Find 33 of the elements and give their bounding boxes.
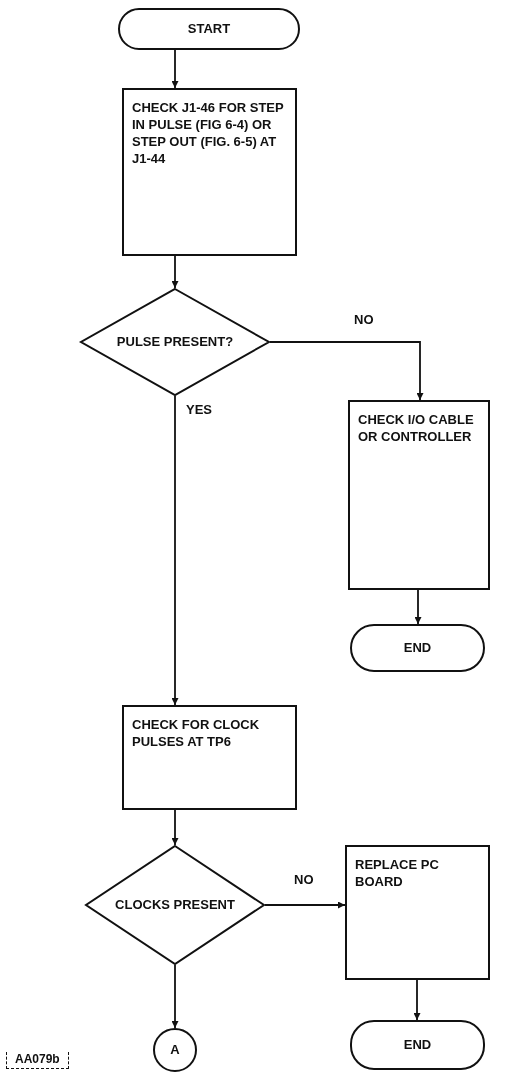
node-text: PULSE PRESENT? bbox=[116, 333, 234, 351]
edge-label: NO bbox=[352, 312, 376, 327]
arrow bbox=[264, 901, 346, 909]
terminal-box bbox=[350, 1020, 485, 1070]
node-text: END bbox=[403, 639, 432, 657]
arrow bbox=[413, 979, 421, 1021]
decision-diamond bbox=[85, 845, 265, 965]
arrow bbox=[171, 49, 179, 89]
node-text: REPLACE PC BOARD bbox=[355, 857, 440, 891]
arrow bbox=[171, 809, 179, 846]
connector-circle bbox=[153, 1028, 197, 1072]
process-box bbox=[122, 705, 297, 810]
node-text: START bbox=[187, 20, 231, 38]
node-text: CLOCKS PRESENT bbox=[115, 896, 235, 914]
node-text: CHECK I/O CABLE OR CONTROLLER bbox=[358, 412, 475, 446]
arrow bbox=[171, 964, 179, 1029]
process-box bbox=[122, 88, 297, 256]
terminal-box bbox=[118, 8, 300, 50]
node-text: A bbox=[170, 1041, 180, 1059]
node-text: END bbox=[403, 1036, 432, 1054]
arrow bbox=[269, 341, 424, 401]
edge-label: YES bbox=[184, 402, 214, 417]
process-box bbox=[348, 400, 490, 590]
node-text: CHECK FOR CLOCK PULSES AT TP6 bbox=[132, 717, 261, 751]
decision-diamond bbox=[80, 288, 270, 396]
process-box bbox=[345, 845, 490, 980]
node-text: CHECK J1-46 FOR STEP IN PULSE (FIG 6-4) OR STEP OUT (FIG. 6-5) AT J1-44 bbox=[132, 100, 285, 168]
arrow bbox=[171, 255, 179, 289]
arrow bbox=[171, 395, 179, 706]
terminal-box bbox=[350, 624, 485, 672]
drawing-number: AA079b bbox=[6, 1052, 69, 1069]
edge-label: NO bbox=[292, 872, 316, 887]
arrow bbox=[414, 589, 422, 625]
